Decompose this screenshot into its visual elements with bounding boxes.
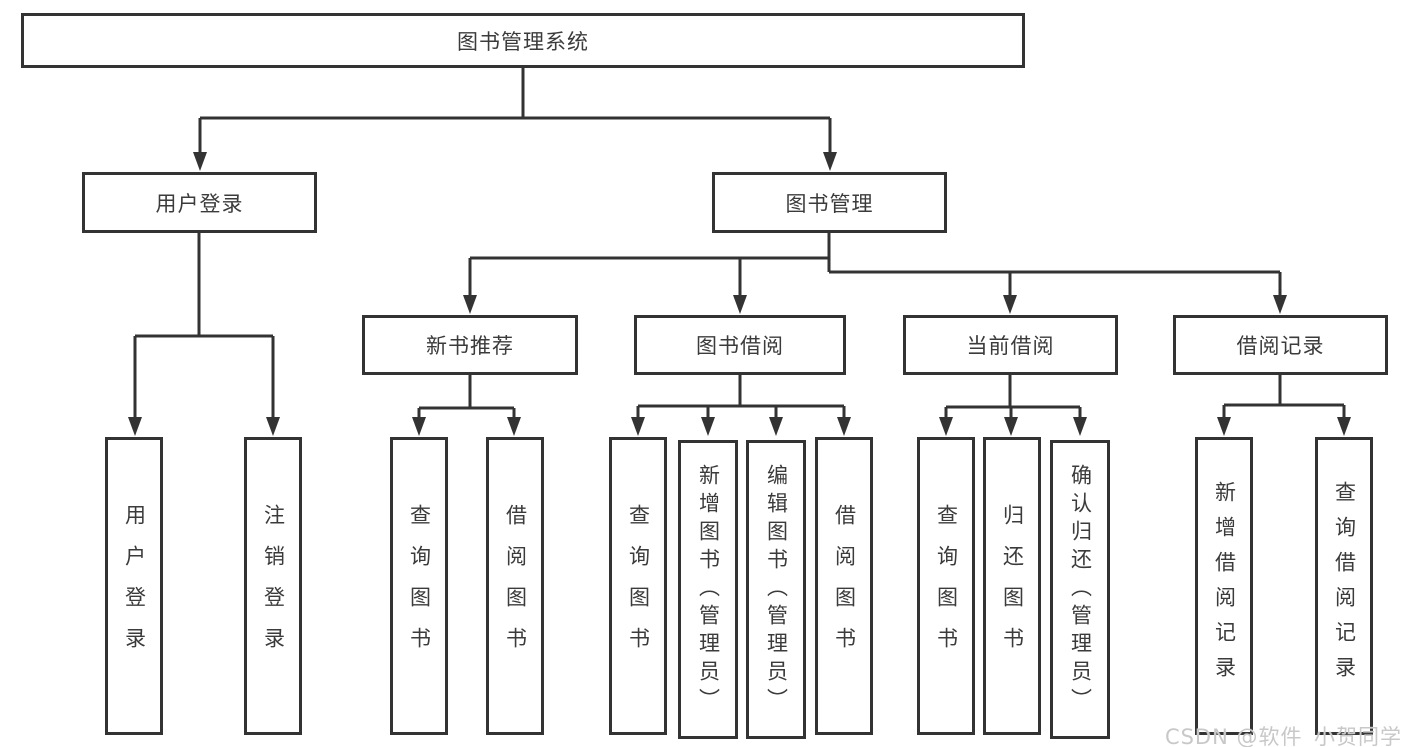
leaf-borrow-borrow-books-label: 借阅图书 [832,504,857,668]
arrowhead [1337,417,1351,436]
arrowheads [128,152,1351,436]
node-current-borrow: 当前借阅 [903,315,1118,375]
arrowhead [823,152,837,171]
node-user-login-label: 用户登录 [155,191,244,216]
node-library-system: 图书管理系统 [21,13,1025,68]
csdn-watermark: CSDN @软件_小贺同学 [1164,725,1402,747]
leaf-borrow-query-books: 查询图书 [609,437,667,735]
leaf-borrow-edit-books-admin-label: 编辑图书（管理员） [764,463,789,716]
arrowhead [939,417,953,436]
leaf-user-login-label: 用户登录 [122,504,147,668]
leaf-newbook-borrow-books: 借阅图书 [486,437,544,735]
arrowhead [1273,295,1287,314]
leaf-records-add-record-label: 新增借阅记录 [1212,481,1237,691]
leaf-current-return-books: 归还图书 [983,437,1041,735]
node-current-borrow-label: 当前借阅 [966,334,1055,358]
connector-new-book-fork [417,375,516,422]
leaf-logout-label: 注销登录 [261,504,286,668]
connector-book-mgmt-fork [468,233,1282,300]
leaf-current-return-books-label: 归还图书 [1000,504,1025,668]
leaf-newbook-borrow-books-label: 借阅图书 [503,504,528,668]
node-book-management-label: 图书管理 [785,191,874,216]
leaf-current-query-books-label: 查询图书 [934,504,959,668]
node-borrow-records: 借阅记录 [1173,315,1388,375]
node-book-borrow-label: 图书借阅 [696,334,784,358]
arrowhead [463,295,477,314]
arrowhead [631,417,645,436]
arrowhead [1073,417,1087,436]
node-user-login: 用户登录 [82,172,317,233]
arrowhead [1003,295,1017,314]
leaf-current-confirm-return-admin: 确认归还（管理员） [1050,440,1110,739]
leaf-records-query-record-label: 查询借阅记录 [1332,481,1357,691]
leaf-newbook-query-books: 查询图书 [390,437,448,735]
connector-root-fork [198,68,832,158]
arrowhead [266,417,280,436]
leaf-current-confirm-return-admin-label: 确认归还（管理员） [1068,463,1093,716]
leaf-logout: 注销登录 [244,437,302,735]
connector-current-borrow-fork [944,375,1082,422]
arrowhead [1004,417,1018,436]
leaf-borrow-edit-books-admin: 编辑图书（管理员） [746,440,806,739]
node-new-book-recommend-label: 新书推荐 [426,334,514,358]
connector-book-borrow-fork [636,375,846,422]
node-new-book-recommend: 新书推荐 [362,315,578,375]
leaf-records-query-record: 查询借阅记录 [1315,437,1373,735]
arrowhead [701,417,715,436]
node-book-borrow: 图书借阅 [634,315,846,375]
leaf-user-login: 用户登录 [105,437,163,735]
leaf-borrow-add-books-admin: 新增图书（管理员） [678,440,738,739]
leaf-current-query-books: 查询图书 [917,437,975,735]
node-library-system-label: 图书管理系统 [457,29,589,54]
leaf-borrow-query-books-label: 查询图书 [626,504,651,668]
leaf-borrow-add-books-admin-label: 新增图书（管理员） [696,463,721,716]
arrowhead [837,417,851,436]
arrowhead [193,152,207,171]
arrowhead [412,417,426,436]
arrowhead [128,417,142,436]
leaf-records-add-record: 新增借阅记录 [1195,437,1253,735]
node-book-management: 图书管理 [712,172,947,233]
arrowhead [1217,417,1231,436]
leaf-borrow-borrow-books: 借阅图书 [815,437,873,735]
arrowhead [733,295,747,314]
connector-user-login-fork [133,233,275,423]
arrowhead [769,417,783,436]
arrowhead [507,417,521,436]
connector-borrow-records-fork [1222,375,1346,422]
node-borrow-records-label: 借阅记录 [1236,334,1325,358]
leaf-newbook-query-books-label: 查询图书 [407,504,432,668]
